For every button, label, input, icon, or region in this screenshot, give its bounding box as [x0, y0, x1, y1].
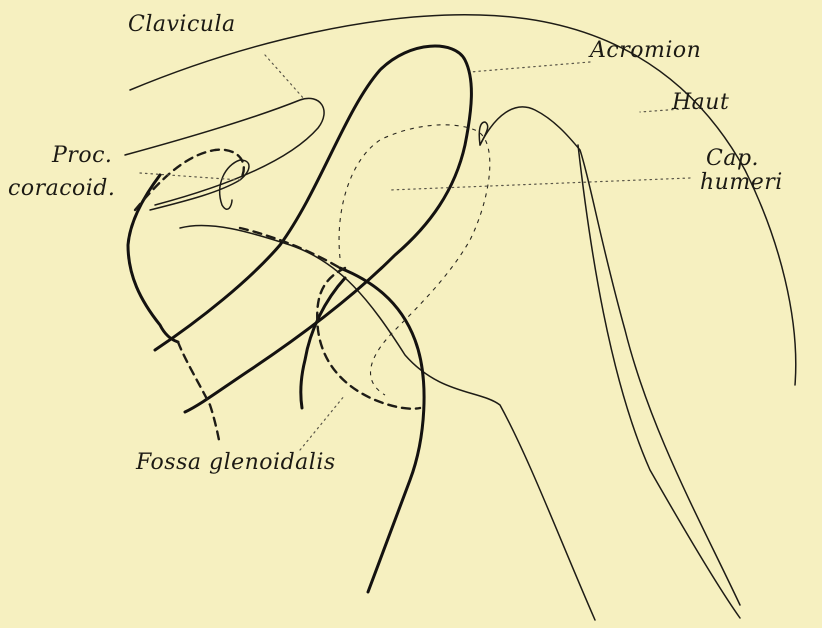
- label-coracoid: coracoid.: [8, 178, 115, 200]
- glenoid-rim-bold: [301, 278, 345, 408]
- leader-clavicula: [265, 55, 305, 100]
- glenoid-dashed: [317, 268, 420, 409]
- scapula-spine-outline: [155, 46, 471, 412]
- leader-proc-coracoid: [140, 173, 240, 180]
- humerus-shaft-left: [578, 145, 740, 618]
- label-clavicula: Clavicula: [128, 14, 236, 36]
- label-humeri: humeri: [700, 172, 783, 194]
- label-haut: Haut: [672, 92, 729, 114]
- label-acromion: Acromion: [590, 40, 701, 62]
- leader-fossa: [300, 395, 345, 450]
- humerus-shaft-bold: [340, 268, 424, 592]
- label-fossa-glenoidalis: Fossa glenoidalis: [136, 452, 336, 474]
- humeral-head-dashed: [339, 125, 490, 395]
- skin-outline: [130, 15, 796, 385]
- label-proc: Proc.: [52, 145, 112, 167]
- leader-cap-humeri: [390, 178, 690, 190]
- leader-acromion: [470, 62, 590, 72]
- coracoid-dashed: [135, 150, 244, 210]
- label-cap: Cap.: [706, 148, 759, 170]
